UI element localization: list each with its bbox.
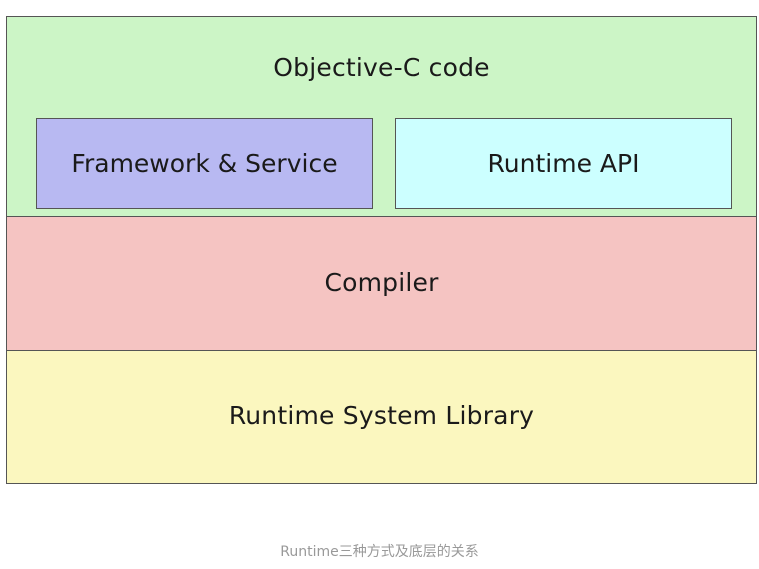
- figure-caption: Runtime三种方式及底层的关系: [280, 544, 479, 560]
- compiler-layer: Compiler: [6, 216, 757, 351]
- runtime-system-library-layer: Runtime System Library: [6, 350, 757, 484]
- runtime-architecture-diagram: Objective-C code Framework & Service Run…: [6, 16, 759, 484]
- compiler-label: Compiler: [324, 268, 439, 297]
- runtime-system-library-label: Runtime System Library: [228, 401, 535, 430]
- framework-service-box: Framework & Service: [36, 118, 373, 209]
- objective-c-code-label: Objective-C code: [273, 53, 490, 82]
- objective-c-code-layer: Objective-C code Framework & Service Run…: [6, 16, 757, 217]
- runtime-api-box: Runtime API: [395, 118, 732, 209]
